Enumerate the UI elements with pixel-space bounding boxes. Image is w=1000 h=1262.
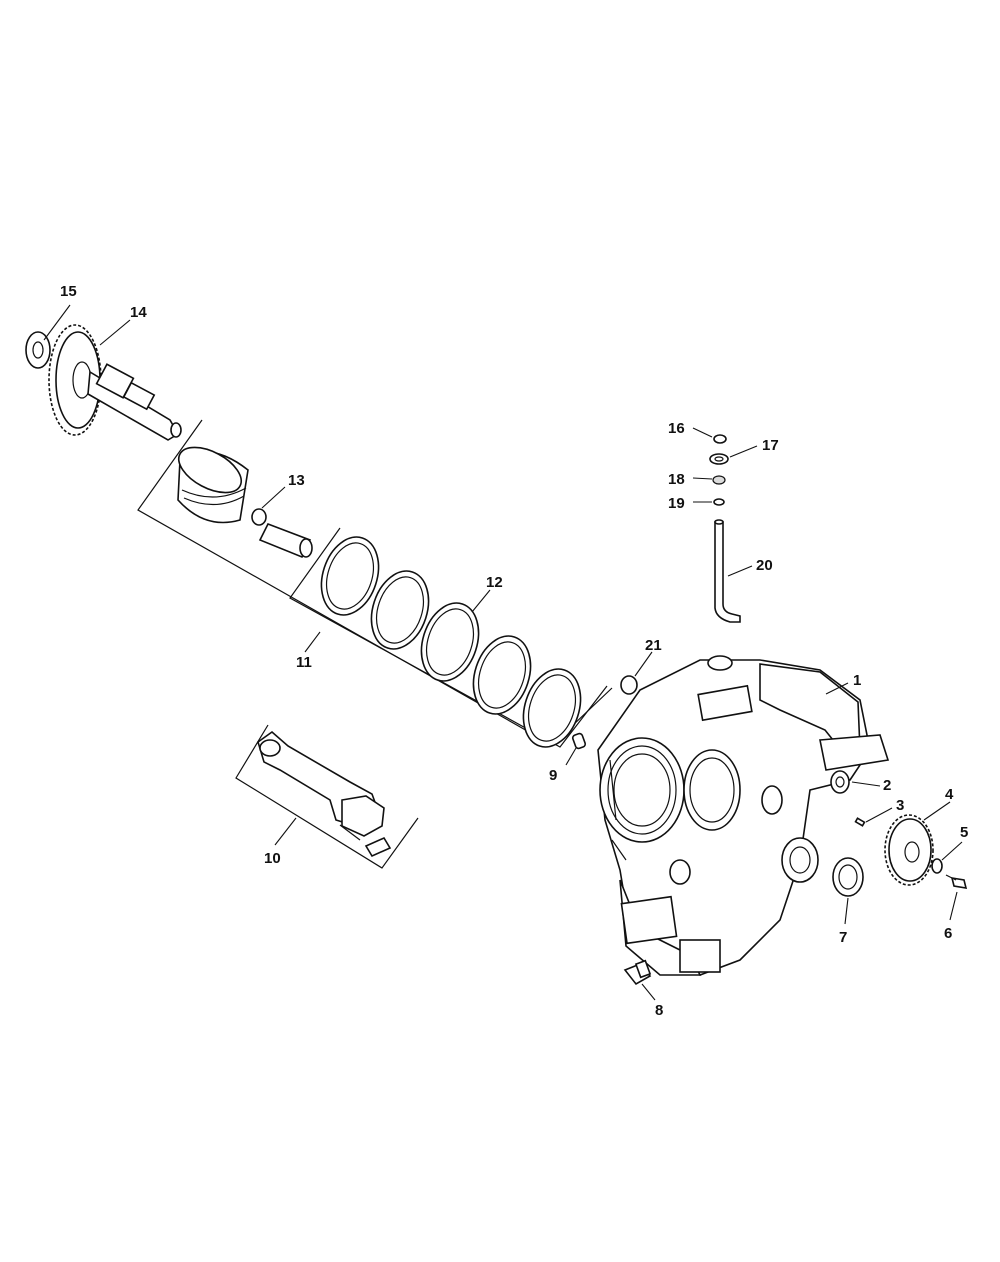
- group-frame-conrod: [235, 724, 419, 869]
- part-washer-5[interactable]: [931, 858, 943, 874]
- callout-10[interactable]: 10: [264, 850, 281, 867]
- part-dipstick-tube[interactable]: [714, 519, 741, 623]
- callout-20[interactable]: 20: [756, 557, 773, 574]
- callout-19[interactable]: 19: [668, 495, 685, 512]
- part-oil-seal-large[interactable]: [832, 857, 864, 897]
- part-dowel[interactable]: [571, 732, 587, 750]
- callout-17[interactable]: 17: [762, 437, 779, 454]
- group-frame-piston: [137, 419, 613, 746]
- part-nut-18[interactable]: [712, 475, 726, 485]
- callout-8[interactable]: 8: [655, 1002, 663, 1019]
- callout-5[interactable]: 5: [960, 824, 968, 841]
- callout-4[interactable]: 4: [945, 786, 954, 803]
- part-crank-gear[interactable]: [884, 814, 934, 886]
- part-crankcase[interactable]: [597, 655, 890, 976]
- callout-21[interactable]: 21: [645, 637, 662, 654]
- part-camshaft-gear[interactable]: [48, 324, 182, 441]
- callout-3[interactable]: 3: [896, 797, 904, 814]
- callouts: 15 14 13 12 11 10 9 21 1 16 17 18 19 20 …: [60, 283, 968, 1019]
- leader-lines: [43, 304, 963, 1001]
- callout-2[interactable]: 2: [883, 777, 891, 794]
- part-piston[interactable]: [172, 438, 249, 524]
- group-frame-rings: [289, 527, 608, 748]
- part-washer-16[interactable]: [713, 434, 727, 444]
- part-washer-17[interactable]: [709, 453, 729, 465]
- callout-7[interactable]: 7: [839, 929, 847, 946]
- part-drain-plug[interactable]: [623, 959, 652, 986]
- part-key[interactable]: [854, 817, 866, 827]
- callout-6[interactable]: 6: [944, 925, 952, 942]
- part-oring-19[interactable]: [713, 498, 725, 506]
- callout-14[interactable]: 14: [130, 304, 147, 321]
- part-piston-rings[interactable]: [312, 530, 590, 755]
- part-bolt[interactable]: [945, 874, 968, 889]
- callout-9[interactable]: 9: [549, 767, 557, 784]
- part-washer[interactable]: [25, 331, 51, 369]
- callout-1[interactable]: 1: [853, 672, 861, 689]
- part-oil-seal-small[interactable]: [830, 770, 850, 794]
- callout-13[interactable]: 13: [288, 472, 305, 489]
- part-circlip[interactable]: [251, 508, 267, 526]
- callout-15[interactable]: 15: [60, 283, 77, 300]
- part-piston-pin[interactable]: [258, 522, 313, 559]
- part-connecting-rod[interactable]: [257, 730, 392, 858]
- part-cup-plug[interactable]: [620, 675, 638, 695]
- callout-12[interactable]: 12: [486, 574, 503, 591]
- callout-11[interactable]: 11: [296, 654, 312, 671]
- callout-18[interactable]: 18: [668, 471, 685, 488]
- callout-16[interactable]: 16: [668, 420, 685, 437]
